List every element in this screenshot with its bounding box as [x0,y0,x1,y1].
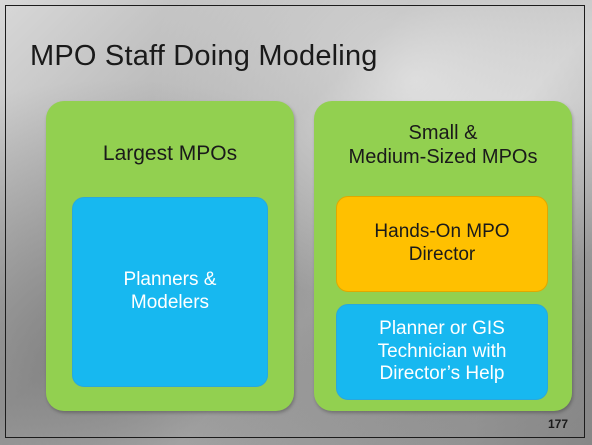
group-label: Small & Medium-Sized MPOs [348,122,538,168]
slide-frame [5,5,585,438]
group-largest-mpos: Largest MPOs Planners & Modelers [46,101,294,411]
group-small-medium-mpos: Small & Medium-Sized MPOs Hands-On MPO D… [314,101,572,411]
page-number: 177 [547,417,568,431]
group-label: Largest MPOs [102,142,238,165]
planners-modelers-box: Planners & Modelers [72,197,268,387]
hands-on-director-box: Hands-On MPO Director [336,196,548,292]
planner-gis-technician-box: Planner or GIS Technician with Director’… [336,304,548,400]
slide-title: MPO Staff Doing Modeling [30,40,378,72]
